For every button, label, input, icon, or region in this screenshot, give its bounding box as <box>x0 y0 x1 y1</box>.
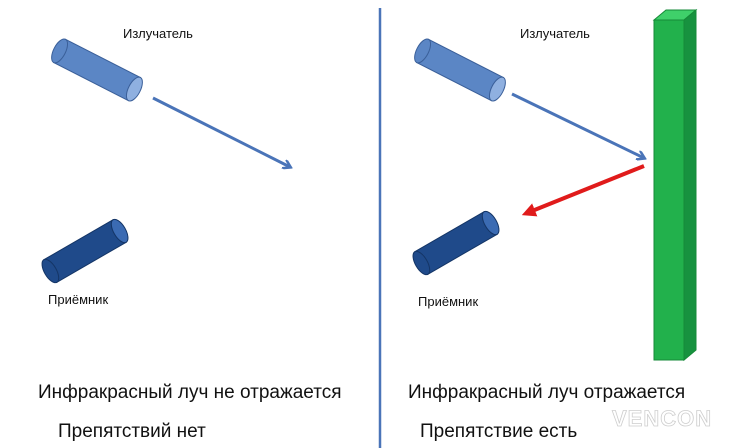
watermark-logo: VENCON <box>612 406 712 432</box>
right-caption-line2: Препятствие есть <box>420 421 577 442</box>
left-panel: Излучатель Приёмник Инфракрасный луч не … <box>38 26 341 442</box>
left-emitter-icon <box>51 38 143 102</box>
right-emitter-label: Излучатель <box>520 26 590 41</box>
obstacle-wall <box>652 8 698 362</box>
reflected-beam-arrow <box>521 164 645 217</box>
left-receiver-icon <box>41 218 129 284</box>
right-receiver-label: Приёмник <box>418 294 478 309</box>
right-panel: Излучатель Приёмник Инфракрасный луч отр… <box>408 8 698 442</box>
right-beam-arrow <box>511 92 644 158</box>
left-beam-arrow <box>152 96 290 167</box>
left-emitter-label: Излучатель <box>123 26 193 41</box>
left-receiver-label: Приёмник <box>48 292 108 307</box>
left-caption-line1: Инфракрасный луч не отражается <box>38 382 341 403</box>
right-caption-line1: Инфракрасный луч отражается <box>408 382 685 403</box>
left-caption-line2: Препятствий нет <box>58 421 206 442</box>
right-receiver-icon <box>412 210 500 276</box>
watermark-text: VENCON <box>612 406 712 431</box>
right-emitter-icon <box>414 38 506 102</box>
